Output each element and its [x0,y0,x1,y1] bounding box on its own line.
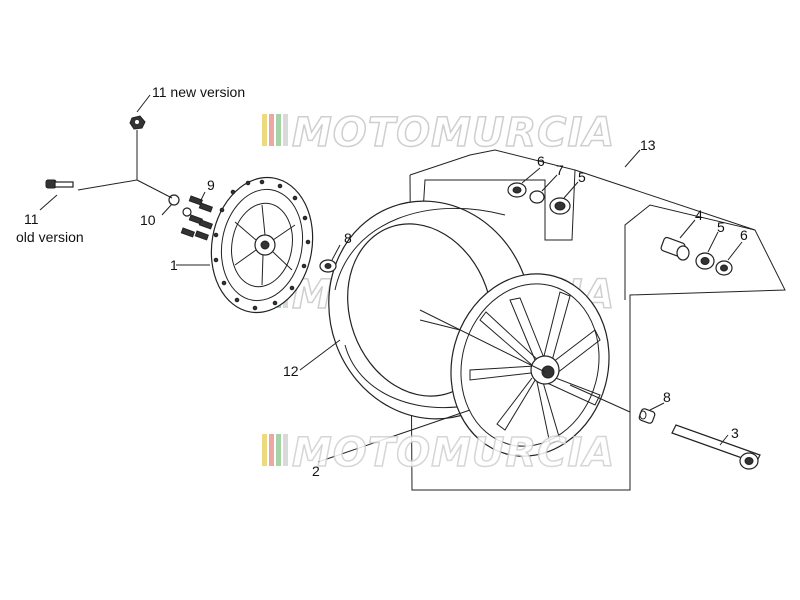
label-5-right: 5 [717,219,725,235]
spacer-left [319,259,337,273]
label-6-right: 6 [740,227,748,243]
group-13-frame [409,149,786,491]
axle [671,424,761,470]
label-7: 7 [556,162,564,178]
watermark-text: MOTOMURCIA [292,110,615,156]
watermark-stripe [276,434,281,466]
label-13: 13 [640,137,656,153]
spacer-right [638,408,656,424]
label-6-top: 6 [537,153,545,169]
disc-bolts [234,204,296,286]
watermark-stripe [283,434,288,466]
washer [182,207,192,217]
label-1: 1 [170,257,178,273]
washer [168,194,180,206]
label-9: 9 [207,177,215,193]
circlip-7 [529,190,545,204]
brake-disc [210,176,314,314]
leader-lines [39,94,743,463]
watermark-stripe [283,114,288,146]
top-bearing-set [507,182,571,215]
label-5-top: 5 [578,169,586,185]
label-11-new-version: 11 new version [152,84,245,100]
disc-holes [213,179,311,311]
hub-center [541,365,555,379]
watermark-bottom: MOTOMURCIA [262,429,615,477]
rim-spokes [469,291,601,445]
label-10: 10 [140,212,156,228]
label-11-old-number: 11 [24,211,39,227]
watermark-text: MOTOMURCIA [292,430,615,476]
watermark-stripe [262,434,267,466]
right-bearing-set [660,236,733,276]
label-3: 3 [731,425,739,441]
watermark-stripe [269,114,274,146]
watermark-stripe [262,114,267,146]
label-4: 4 [695,207,703,223]
label-11-old-text: old version [16,229,84,245]
axle-nut-new [129,115,146,130]
label-12: 12 [283,363,299,379]
axle-bolt-old [45,179,74,189]
watermark-stripe [276,114,281,146]
label-2: 2 [312,463,320,479]
watermark-stripe [269,434,274,466]
label-8-right: 8 [663,389,671,405]
watermark-top: MOTOMURCIA [262,109,615,157]
part-labels: 11 new version 11 old version 9 10 1 8 1… [16,84,748,479]
disc-mounting-bolts [168,194,213,241]
label-8-left: 8 [344,230,352,246]
